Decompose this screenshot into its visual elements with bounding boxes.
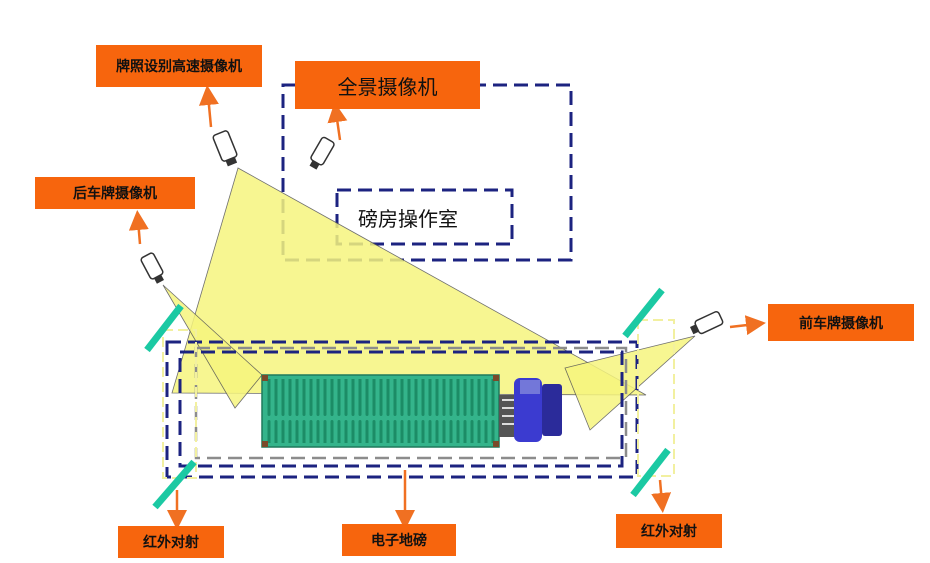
- infrared-left-label: 红外对射: [118, 526, 224, 558]
- infrared-right-label: 红外对射: [616, 514, 722, 548]
- camera-icon: [689, 310, 724, 335]
- infrared-sensor-icon: [144, 303, 184, 353]
- infrared-zone-right: [637, 319, 675, 477]
- arrow-icon: [128, 210, 149, 245]
- arrow-icon: [729, 315, 766, 336]
- plate-speed-camera-label: 牌照设别高速摄像机: [96, 45, 262, 87]
- infrared-sensor-icon: [622, 287, 665, 339]
- front-plate-camera-label: 前车牌摄像机: [768, 304, 914, 341]
- arrow-icon: [651, 479, 672, 513]
- arrow-icon: [198, 85, 219, 128]
- scale-gray-outline: [194, 346, 628, 460]
- infrared-sensor-icon: [152, 459, 197, 510]
- front-camera-beam: [564, 335, 696, 431]
- arrow-icon: [327, 102, 348, 141]
- rear-plate-camera-label: 后车牌摄像机: [35, 177, 195, 209]
- scale-label: 电子地磅: [342, 524, 456, 556]
- camera-icon: [140, 252, 164, 284]
- infrared-sensor-icon: [630, 447, 671, 498]
- truck-icon: [261, 374, 562, 448]
- camera-icon: [309, 136, 335, 170]
- panorama-camera-label: 全景摄像机: [295, 61, 480, 109]
- weighbridge-room-label: 磅房操作室: [358, 207, 458, 231]
- rear-camera-beam: [162, 284, 263, 409]
- scale-inner-outline: [178, 350, 624, 468]
- weighbridge-room-outline: [335, 188, 514, 246]
- camera-icon: [212, 130, 238, 167]
